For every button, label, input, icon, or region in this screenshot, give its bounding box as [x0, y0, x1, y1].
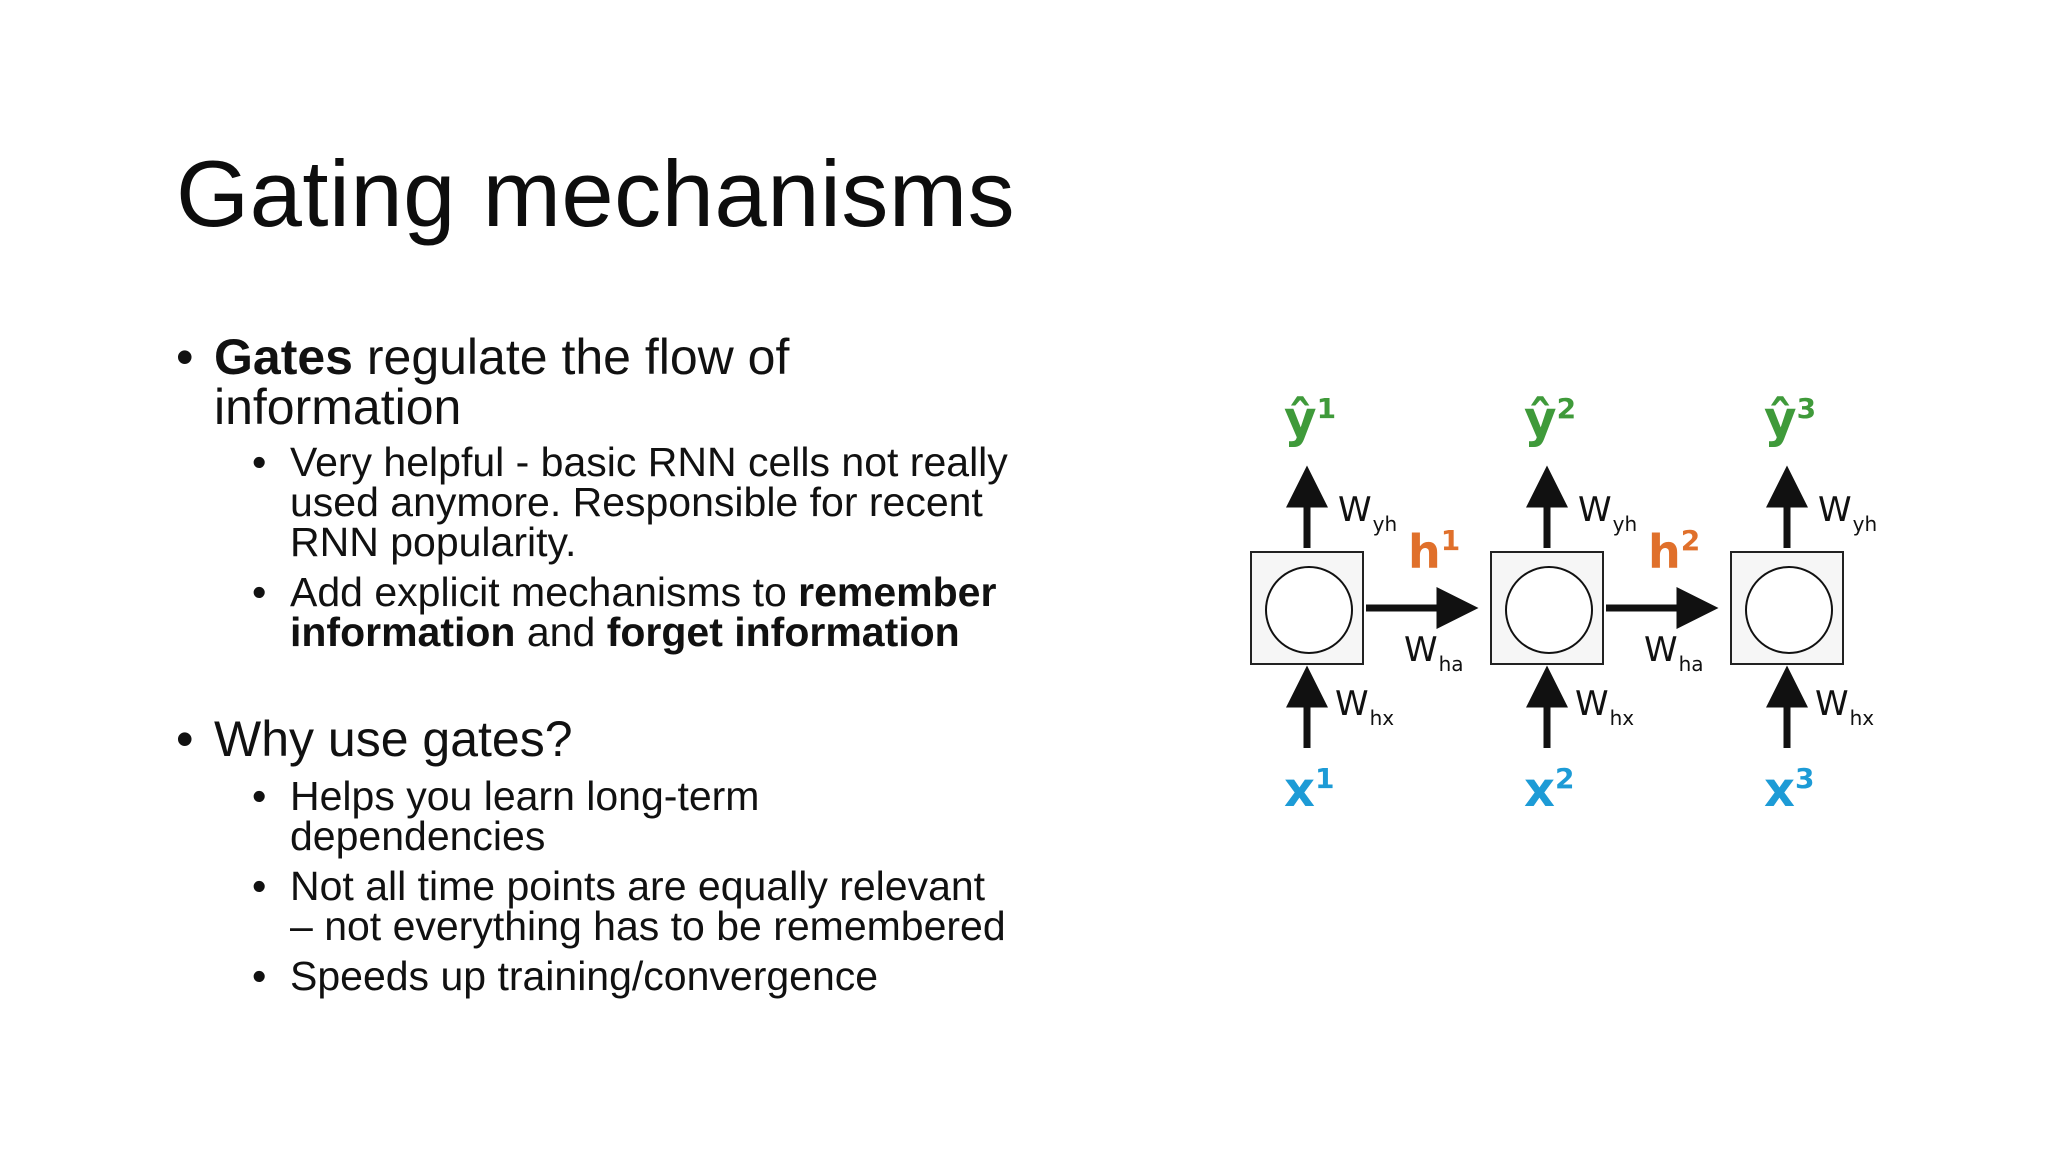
bullet-dot: • [252, 569, 267, 615]
sub-bullet-relevance: • Not all time points are equally releva… [252, 863, 1076, 949]
sub-bullet-bold: forget information [606, 609, 960, 655]
cell-circle [1505, 566, 1593, 654]
weight-label-wyh-3: Wyh [1818, 490, 1878, 536]
sub-bullet-helpful: • Very helpful - basic RNN cells not rea… [252, 439, 1076, 565]
sub-bullet-text: Not all time points are equally relevant [290, 863, 986, 909]
sub-bullet-text: used anymore. Responsible for recent [290, 479, 983, 525]
sub-bullet-text: Speeds up training/convergence [290, 953, 879, 999]
sub-bullet-text: – not everything has to be remembered [290, 903, 1006, 949]
cell-circle [1265, 566, 1353, 654]
rnn-diagram: ŷ1 ŷ2 ŷ3 x1 x2 x3 h1 h2 Wyh Wyh Wyh Wha … [1230, 390, 1930, 830]
input-label-1: x1 [1284, 762, 1335, 818]
slide-title: Gating mechanisms [176, 141, 1016, 246]
rnn-cell-2 [1490, 551, 1604, 665]
bullet-why: • Why use gates? [176, 714, 1076, 764]
bullet-dot: • [252, 863, 267, 909]
weight-label-wha-1: Wha [1404, 630, 1464, 676]
bullet-dot: • [176, 711, 194, 767]
weight-label-wha-2: Wha [1644, 630, 1704, 676]
output-label-3: ŷ3 [1764, 390, 1817, 448]
bullet-dot: • [176, 329, 194, 385]
bullet-list: • Gates regulate the flow of information… [176, 332, 1076, 999]
bullet-gates-bold: Gates [214, 329, 353, 385]
sub-bullet-bold: remember [798, 569, 997, 615]
sub-bullet-mechanisms: • Add explicit mechanisms to remember in… [252, 569, 1076, 655]
bullet-gates: • Gates regulate the flow of information [176, 332, 1076, 432]
sub-bullet-text: dependencies [290, 813, 546, 859]
hidden-label-2: h2 [1648, 524, 1701, 579]
output-label-2: ŷ2 [1524, 390, 1577, 448]
bullet-dot: • [252, 953, 267, 999]
weight-label-whx-3: Whx [1815, 684, 1875, 730]
weight-label-wyh-2: Wyh [1578, 490, 1638, 536]
weight-label-whx-2: Whx [1575, 684, 1635, 730]
hidden-label-1: h1 [1408, 524, 1461, 579]
sub-bullet-text: RNN popularity. [290, 519, 577, 565]
rnn-cell-3 [1730, 551, 1844, 665]
weight-label-whx-1: Whx [1335, 684, 1395, 730]
input-label-3: x3 [1764, 762, 1815, 818]
bullet-gates-line2: information [214, 379, 462, 435]
bullet-dot: • [252, 439, 267, 485]
sub-bullet-text: Add explicit mechanisms to [290, 569, 799, 615]
sub-bullet-text: Very helpful - basic RNN cells not reall… [290, 439, 1008, 485]
input-label-2: x2 [1524, 762, 1575, 818]
weight-label-wyh-1: Wyh [1338, 490, 1398, 536]
bullet-dot: • [252, 773, 267, 819]
cell-circle [1745, 566, 1833, 654]
rnn-cell-1 [1250, 551, 1364, 665]
sub-bullet-speed: • Speeds up training/convergence [252, 953, 1076, 999]
sub-bullet-text: and [515, 609, 607, 655]
arrows-layer [1286, 465, 1808, 748]
bullet-why-text: Why use gates? [214, 711, 573, 767]
sub-bullet-text: Helps you learn long-term [290, 773, 760, 819]
output-label-1: ŷ1 [1284, 390, 1337, 448]
bullet-gates-text: regulate the flow of [352, 329, 790, 385]
sub-bullet-bold: information [290, 609, 516, 655]
sub-bullet-long-term: • Helps you learn long-term dependencies [252, 773, 1076, 859]
